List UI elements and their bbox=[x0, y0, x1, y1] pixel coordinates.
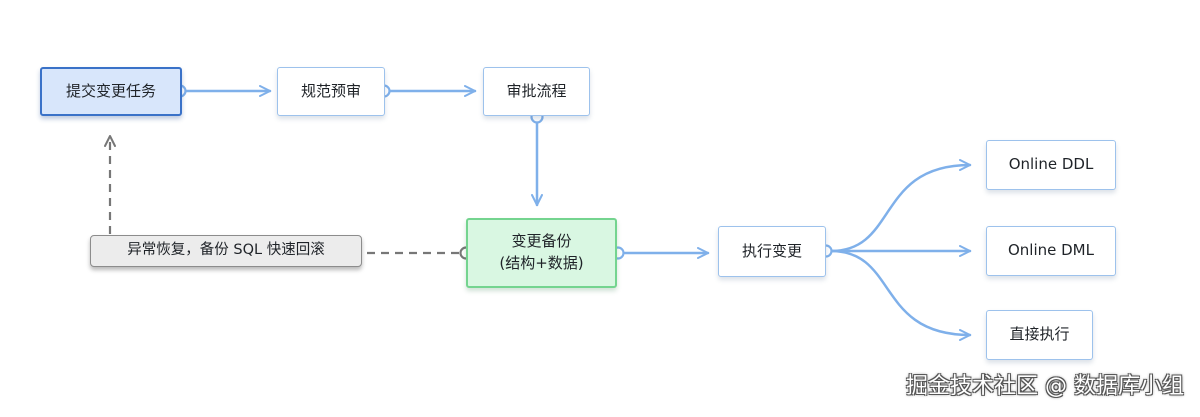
node-backup: 变更备份 (结构+数据) bbox=[466, 218, 617, 288]
edge-execute-to-online-ddl bbox=[829, 159, 972, 253]
node-rollback-recovery-label: 异常恢复，备份 SQL 快速回滚 bbox=[127, 242, 325, 259]
node-online-dml: Online DML bbox=[986, 226, 1116, 276]
node-online-dml-label: Online DML bbox=[1007, 241, 1094, 260]
node-backup-title: 变更备份 bbox=[511, 232, 572, 251]
edge-execute-to-direct bbox=[829, 249, 972, 341]
node-backup-subtitle: (结构+数据) bbox=[499, 254, 584, 272]
node-approval: 审批流程 bbox=[483, 67, 590, 116]
node-submit-task: 提交变更任务 bbox=[40, 67, 182, 116]
node-precheck-label: 规范预审 bbox=[300, 81, 361, 100]
node-online-ddl: Online DDL bbox=[986, 140, 1116, 190]
node-direct-execute: 直接执行 bbox=[986, 310, 1093, 360]
node-execute-label: 执行变更 bbox=[741, 241, 802, 260]
node-approval-label: 审批流程 bbox=[506, 81, 567, 100]
node-rollback-recovery: 异常恢复，备份 SQL 快速回滚 bbox=[90, 235, 362, 267]
node-direct-execute-label: 直接执行 bbox=[1009, 325, 1070, 344]
node-submit-task-label: 提交变更任务 bbox=[65, 81, 156, 100]
node-online-ddl-label: Online DDL bbox=[1008, 155, 1094, 174]
watermark: 掘金技术社区 @ 数据库小组 bbox=[906, 374, 1184, 399]
node-precheck: 规范预审 bbox=[277, 67, 385, 116]
node-execute: 执行变更 bbox=[718, 226, 826, 277]
